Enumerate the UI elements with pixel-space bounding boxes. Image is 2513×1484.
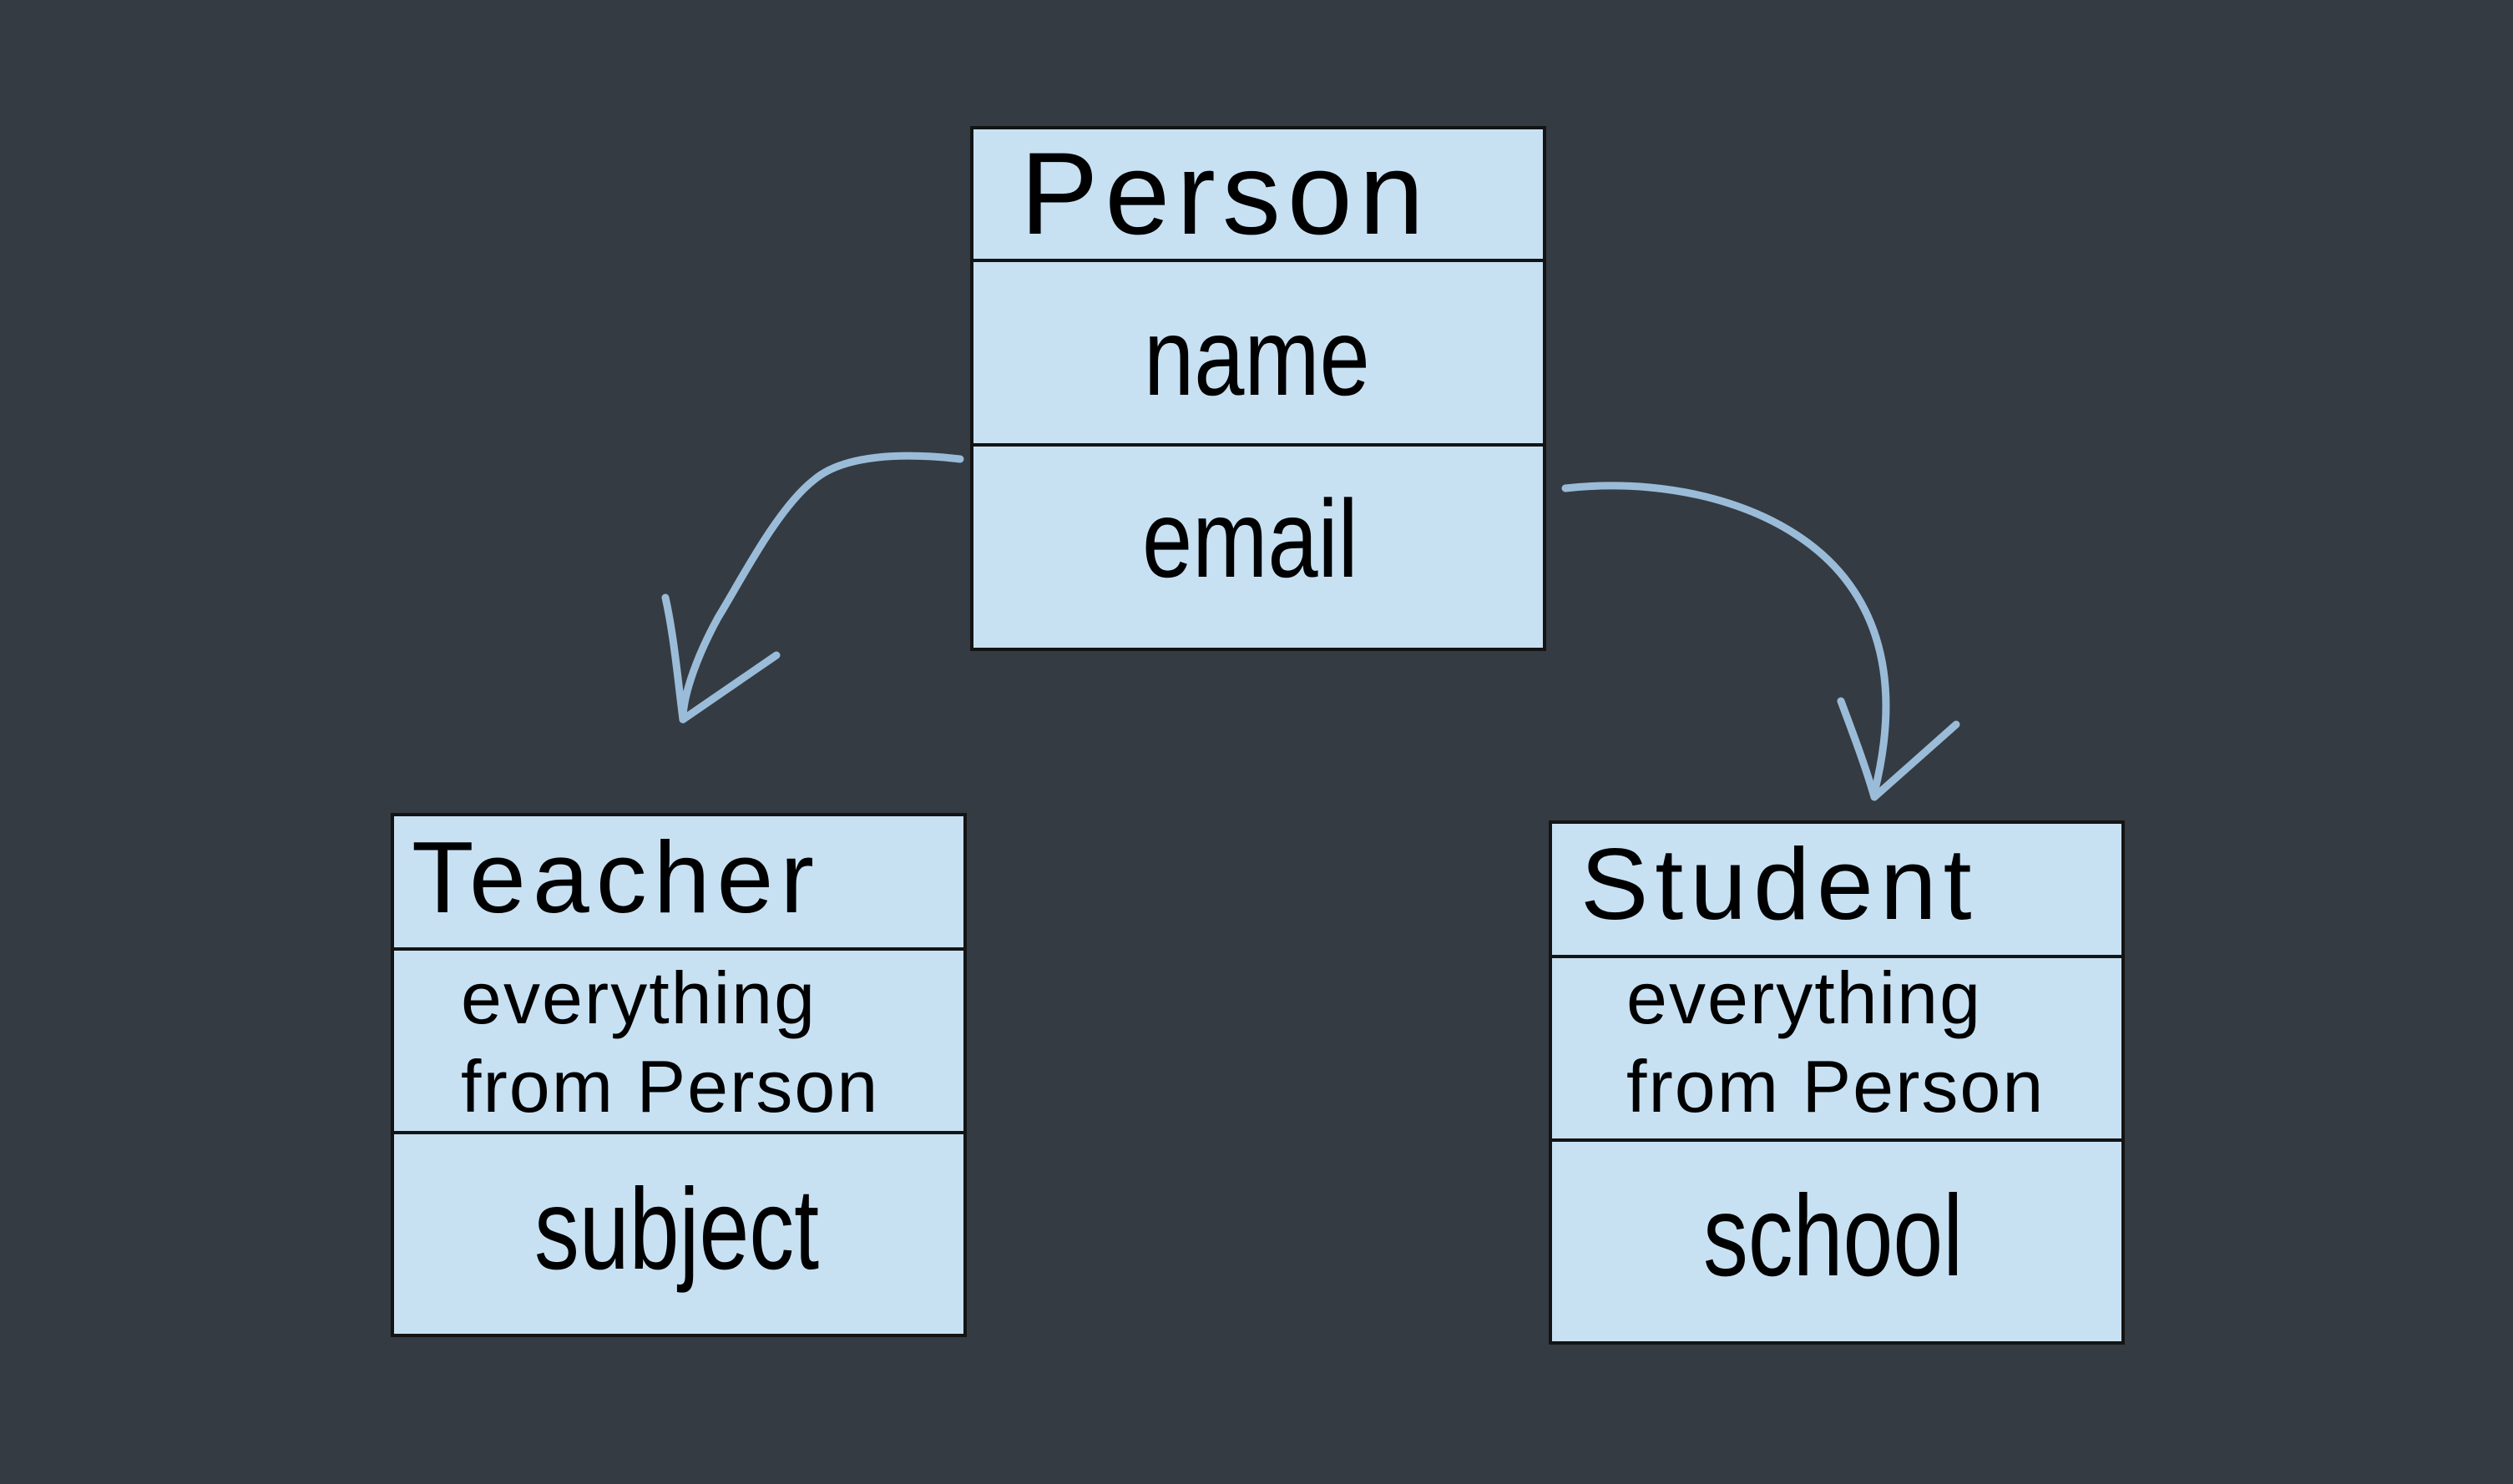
arrowhead-teacher: [661, 593, 781, 724]
class-person: [970, 126, 1546, 651]
arrow-person-to-student: [1561, 482, 1890, 797]
class-person-attr-email: email: [1142, 477, 1358, 600]
divider: [1552, 955, 2121, 958]
class-teacher-name: Teacher: [412, 820, 822, 934]
divider: [394, 1131, 963, 1134]
class-teacher: [391, 813, 967, 1337]
class-teacher-attr-subject: subject: [534, 1165, 820, 1294]
divider: [1552, 1138, 2121, 1142]
class-student: [1549, 820, 2125, 1345]
class-person-attr-name: name: [1144, 295, 1370, 418]
arrowhead-student: [1837, 697, 1960, 801]
divider: [973, 443, 1543, 447]
divider: [394, 947, 963, 951]
class-student-name: Student: [1580, 827, 1979, 941]
divider: [973, 259, 1543, 262]
class-person-name: Person: [1020, 128, 1431, 259]
arrow-person-to-teacher: [679, 452, 964, 724]
class-student-attr-school: school: [1703, 1172, 1964, 1300]
class-student-inherited-note: everything from Person: [1626, 957, 2045, 1128]
class-teacher-inherited-note: everything from Person: [461, 957, 880, 1128]
